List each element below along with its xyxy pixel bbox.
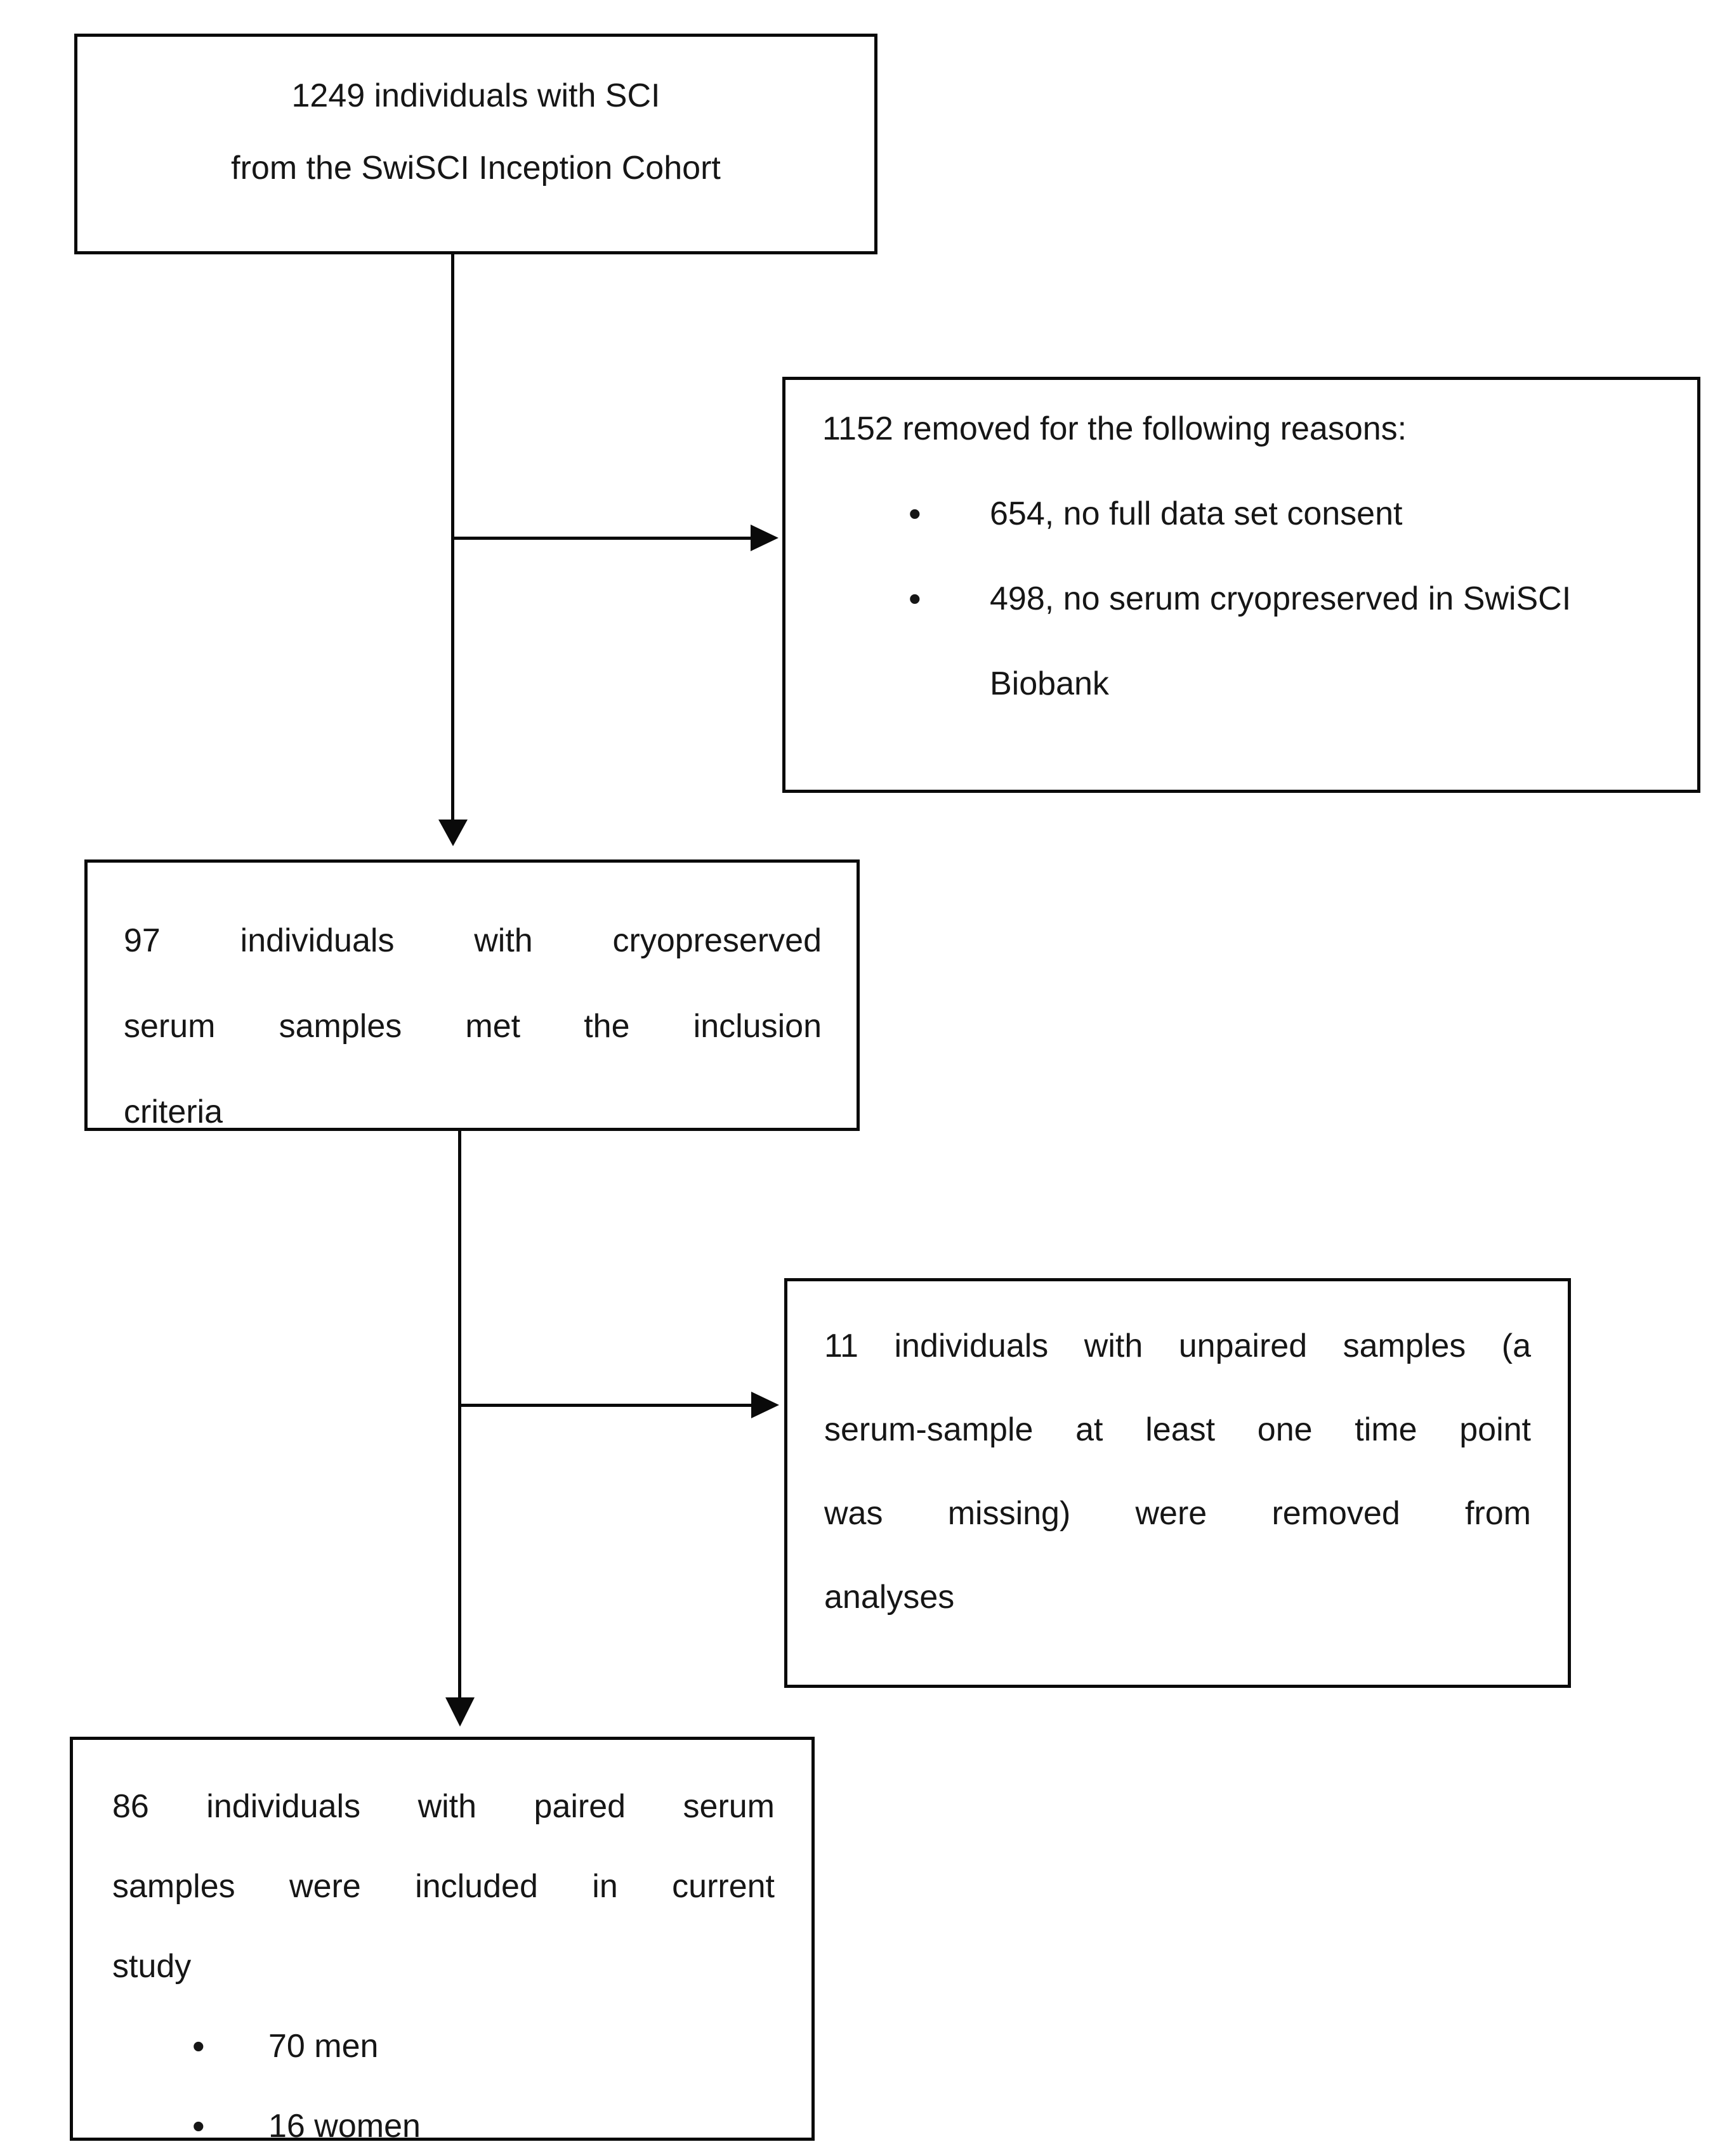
cohort-line-1: 1249 individuals with SCI [291,77,660,114]
removed-bullet-2: 498, no serum cryopreserved in SwiSCI [990,580,1572,617]
removed-bullet-1: 654, no full data set consent [990,495,1403,532]
list-item: • 498, no serum cryopreserved in SwiSCI [822,556,1662,641]
arrow-down-icon [445,1697,475,1727]
box-inclusion-criteria: 97 individuals with cryopreserved serum … [84,859,860,1131]
removed-bullet-2-continuation: Biobank [990,665,1109,702]
cohort-line-2: from the SwiSCI Inception Cohort [231,150,721,186]
included-bullet-women: 16 women [268,2108,421,2145]
vertical-connector-2 [458,1131,461,1699]
arrow-down-icon [438,820,468,846]
box-inception-cohort: 1249 individuals with SCI from the SwiSC… [74,34,877,254]
list-item: • 654, no full data set consent [822,471,1662,556]
arrow-right-icon [751,525,778,551]
unpaired-line-3: was missing) were removed from [824,1495,1531,1532]
box-unpaired-removed: 11 individuals with unpaired samples (a … [784,1278,1571,1688]
included-line-1: 86 individuals with paired serum [112,1788,775,1825]
included-bullet-men: 70 men [268,2028,379,2065]
unpaired-line-1: 11 individuals with unpaired samples (a [824,1328,1531,1364]
included-line-3: study [112,1948,192,1985]
unpaired-line-2: serum-sample at least one time point [824,1411,1531,1448]
bullet-icon: • [192,2106,205,2146]
horizontal-connector-1 [452,537,752,540]
arrow-right-icon [751,1392,779,1418]
included-line-2: samples were included in current [112,1868,775,1905]
horizontal-connector-2 [459,1404,752,1407]
inclusion-line-3: criteria [124,1094,223,1130]
bullet-icon: • [909,493,921,533]
box-included-study: 86 individuals with paired serum samples… [70,1737,815,2146]
bullet-icon: • [909,578,921,618]
unpaired-line-4: analyses [824,1579,955,1616]
list-item: • 16 women [112,2086,775,2156]
inclusion-line-1: 97 individuals with cryopreserved [124,922,822,959]
list-item: • 70 men [112,2006,775,2086]
box-removed-reasons: 1152 removed for the following reasons: … [782,377,1700,793]
inclusion-line-2: serum samples met the inclusion [124,1008,822,1045]
removed-title: 1152 removed for the following reasons: [822,410,1407,447]
bullet-icon: • [192,2026,205,2066]
